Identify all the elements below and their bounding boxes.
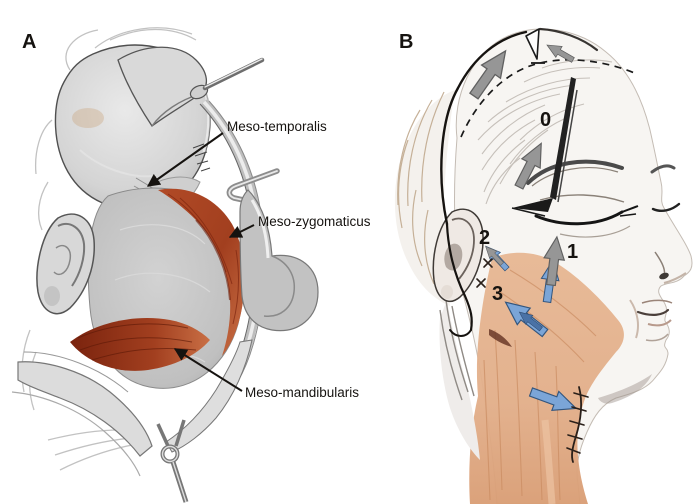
dashed-excision-line [460,59,638,138]
label-meso-mandibularis: Meso-mandibularis [245,385,359,400]
panel-b-smas-region [469,252,624,504]
panel-b-scalp-flap-outline [440,27,599,337]
leader-zygomaticus [228,224,255,238]
panel-a-ear [36,213,95,315]
panel-a-brow-marks [192,143,211,172]
panel-b-facial-features [526,159,687,342]
marker-1: 1 [567,241,578,263]
panel-a-hook-instrument [202,57,265,91]
scalp-wedge-notch [525,28,540,60]
closed-eye-lashline [534,210,624,226]
marker-2: 2 [479,227,490,249]
leader-temporalis [146,132,224,187]
far-eyebrow [650,164,676,174]
label-meso-zygomaticus: Meso-zygomaticus [258,214,371,229]
far-eye-lashline [651,202,681,212]
panel-b-illustration: B 0 1 2 3 [394,27,693,504]
panel-b-earlobe-shadow [489,329,512,347]
panel-b-letter: B [399,31,413,53]
panel-b-preauricular-sutures [476,258,493,288]
panel-a-fork-retractor [156,419,189,503]
panel-b-nape-hair [439,299,480,460]
panel-a-illustration: A Meso-temporalis Meso-zygomaticus Meso-… [11,27,371,503]
leader-mandibularis [173,348,243,392]
marker-3: 3 [492,283,503,305]
panel-b-scalp-hair-strokes [477,59,613,205]
panel-a-clamp-instrument [226,168,280,204]
panel-b-dissector-instrument [511,77,578,217]
panel-a-retractor [239,189,319,332]
marker-0: 0 [540,109,551,131]
label-meso-temporalis: Meso-temporalis [227,119,327,134]
mouth-line [636,308,670,316]
panel-b-neck-suture-line [566,386,589,463]
panel-a-letter: A [22,31,36,53]
panel-b-loose-hair-strands [397,91,445,285]
panel-a-zygomaticus-muscle [158,188,245,356]
eyebrow [526,159,624,185]
panel-a-skin-flap-lower-left [11,351,153,477]
nostril [659,272,669,280]
panel-b-ear [432,208,484,302]
panel-b-crown-markings [460,28,638,138]
panel-a-annotations: Meso-temporalis Meso-zygomaticus Meso-ma… [146,119,371,400]
panel-b-jaw-shadow [598,374,652,404]
